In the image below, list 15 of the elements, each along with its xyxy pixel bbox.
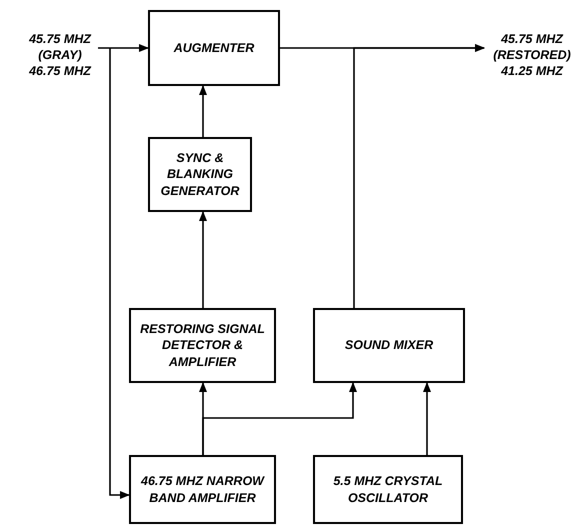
block-box: 46.75 MHZ NARROW BAND AMPLIFIER xyxy=(129,455,276,524)
connector-arrow xyxy=(202,382,357,455)
connector-arrow xyxy=(199,211,207,308)
block-box: RESTORING SIGNAL DETECTOR & AMPLIFIER xyxy=(129,308,276,383)
signal-label: 45.75 MHZ (GRAY) 46.75 MHZ xyxy=(24,28,96,82)
connector-arrow xyxy=(199,85,207,137)
signal-label: 45.75 MHZ (RESTORED) 41.25 MHZ xyxy=(488,28,576,82)
connector-arrow xyxy=(109,48,130,499)
block-box: 5.5 MHZ CRYSTAL OSCILLATOR xyxy=(313,455,463,524)
connector-arrow xyxy=(423,382,431,455)
block-box: AUGMENTER xyxy=(148,10,280,86)
block-box: SYNC & BLANKING GENERATOR xyxy=(148,137,252,212)
connector-arrow xyxy=(353,44,485,308)
connector-arrow xyxy=(98,44,149,52)
block-box: SOUND MIXER xyxy=(313,308,465,383)
